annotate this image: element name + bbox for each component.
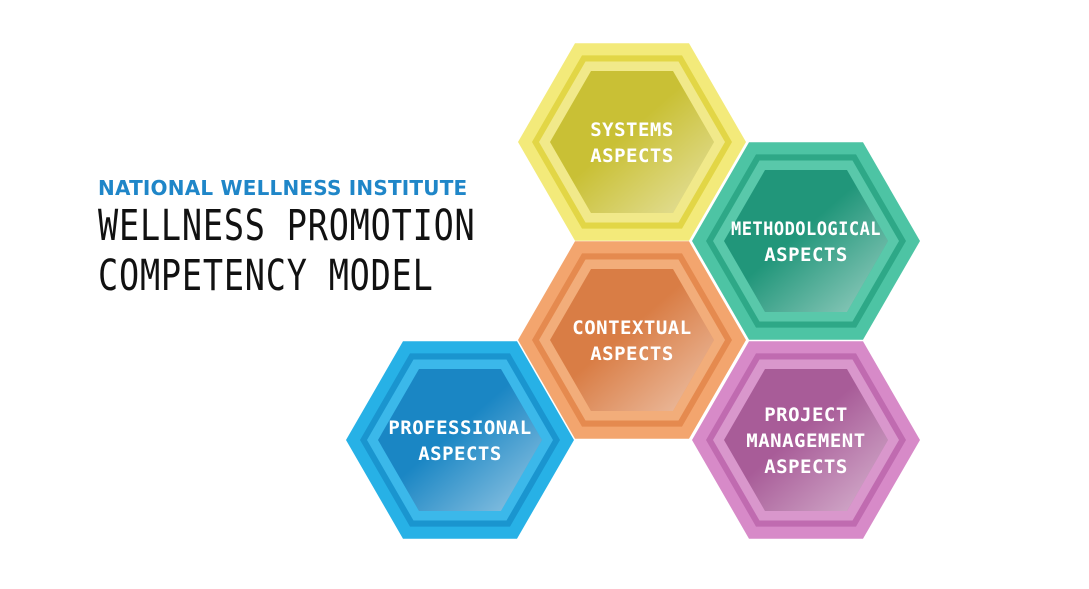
hexagon-gloss-methodological (724, 170, 888, 312)
hexagon-label-professional-line-1: PROFESSIONAL (388, 417, 531, 439)
hexagon-contextual: CONTEXTUAL ASPECTS (518, 241, 746, 439)
title-block: NATIONAL WELLNESS INSTITUTE WELLNESS PRO… (98, 175, 508, 301)
model-title-line-1: WELLNESS PROMOTION (98, 201, 476, 251)
hexagon-systems: SYSTEMS ASPECTS (518, 43, 746, 241)
hexagon-label-contextual-line-1: CONTEXTUAL (572, 317, 691, 339)
hexagon-label-project-management-line-2: MANAGEMENT (746, 430, 865, 452)
hexagon-gloss-project-management (724, 369, 888, 511)
hexagon-label-professional-line-2: ASPECTS (418, 443, 502, 465)
hexagon-methodological: METHODOLOGICAL ASPECTS (692, 142, 920, 340)
hexagon-label-contextual-line-2: ASPECTS (590, 343, 674, 365)
hexagon-gloss-professional (378, 369, 542, 511)
hexagon-label-methodological-line-1: METHODOLOGICAL (731, 218, 881, 240)
organization-name: NATIONAL WELLNESS INSTITUTE (98, 176, 468, 200)
hexagon-professional: PROFESSIONAL ASPECTS (346, 341, 574, 539)
hexagon-label-project-management-line-1: PROJECT (764, 404, 848, 426)
hexagon-label-methodological-line-2: ASPECTS (764, 244, 848, 266)
hexagon-label-project-management-line-3: ASPECTS (764, 456, 848, 478)
hexagon-project-management: PROJECT MANAGEMENT ASPECTS (692, 341, 920, 539)
hexagon-label-systems-line-2: ASPECTS (590, 145, 674, 167)
model-title-line-2: COMPETENCY MODEL (98, 251, 434, 301)
hexagon-label-systems-line-1: SYSTEMS (590, 119, 674, 141)
hexagon-gloss-systems (550, 71, 714, 213)
hexagon-gloss-contextual (550, 269, 714, 411)
